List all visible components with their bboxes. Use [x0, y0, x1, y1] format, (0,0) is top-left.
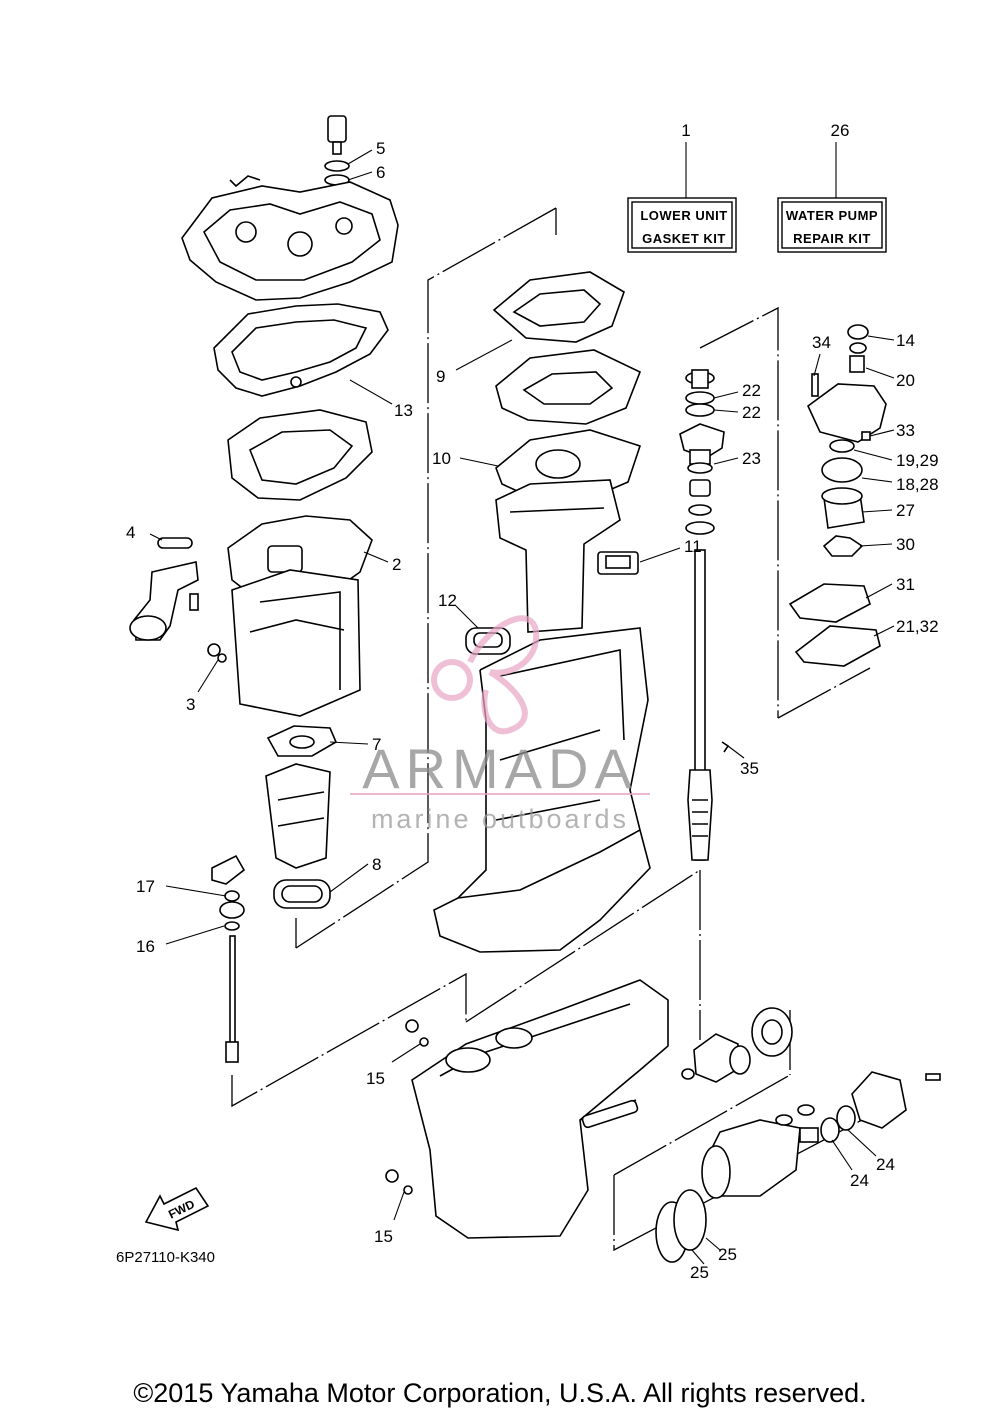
assembly-group-lines: [231, 207, 905, 1252]
callout-leader-lines: [149, 149, 895, 1265]
callout-21-32: 21,32: [896, 617, 939, 636]
callout-3: 3: [186, 695, 195, 714]
bracket-part-4: [129, 537, 199, 641]
callout-25-b: 25: [690, 1263, 709, 1282]
gasket-part-9: [492, 271, 625, 343]
callout-11: 11: [684, 537, 702, 556]
gasket-part-13: [213, 303, 389, 397]
callout-22-a: 22: [742, 381, 761, 400]
callout-24-a: 24: [876, 1155, 895, 1174]
callout-14: 14: [896, 331, 915, 350]
callout-23: 23: [742, 449, 761, 468]
armada-watermark: ARMADA marine outboards: [350, 615, 650, 834]
callout-1: 1: [681, 121, 690, 140]
callout-12: 12: [438, 591, 457, 610]
callout-35: 35: [740, 759, 759, 778]
water-pump-assembly: [788, 324, 887, 667]
kit-label-line1: LOWER UNIT: [640, 208, 727, 223]
callout-30: 30: [896, 535, 915, 554]
callout-27: 27: [896, 501, 915, 520]
upper-casing-plate: [181, 175, 399, 301]
exhaust-tube: [265, 763, 331, 869]
seal-part-12: [465, 627, 511, 655]
kit-label-line2: REPAIR KIT: [793, 231, 871, 246]
drive-shaft-assembly: [679, 369, 730, 861]
exhaust-guide-casting: [227, 409, 373, 501]
exhaust-body: [207, 569, 361, 717]
callout-16: 16: [136, 937, 155, 956]
drawing-code: 6P27110-K340: [116, 1249, 215, 1266]
callout-9: 9: [436, 367, 445, 386]
callout-19-29: 19,29: [896, 451, 939, 470]
callout-31: 31: [896, 575, 915, 594]
propeller-shaft-housing-group: [655, 1007, 941, 1263]
callout-15-a: 15: [366, 1069, 385, 1088]
callout-7: 7: [372, 735, 381, 754]
gasket-part-7: [266, 725, 338, 757]
kit-box-water-pump-repair: WATER PUMP REPAIR KIT 26: [777, 121, 887, 253]
callout-24-b: 24: [850, 1171, 869, 1190]
callout-numbers: 5 6 13 4 2 3 7 8 17 16 9 10 11 12 22 22 …: [126, 139, 939, 1282]
callout-15-b: 15: [374, 1227, 393, 1246]
callout-8: 8: [372, 855, 381, 874]
callout-34: 34: [812, 333, 831, 352]
shift-rod-assembly: [211, 854, 246, 1063]
fwd-arrow-icon: FWD: [144, 1186, 210, 1232]
callout-5: 5: [376, 139, 385, 158]
callout-6: 6: [376, 163, 385, 182]
copyright-notice: ©2015 Yamaha Motor Corporation, U.S.A. A…: [133, 1378, 867, 1408]
callout-26: 26: [831, 121, 850, 140]
kit-label-line1: WATER PUMP: [786, 208, 878, 223]
seal-part-8: [273, 879, 331, 909]
callout-33: 33: [896, 421, 915, 440]
callout-22-b: 22: [742, 403, 761, 422]
callout-13: 13: [394, 401, 413, 420]
mount-part-11: [597, 551, 639, 575]
watermark-tagline: marine outboards: [371, 804, 629, 834]
callout-10: 10: [432, 449, 451, 468]
callout-18-28: 18,28: [896, 475, 939, 494]
callout-4: 4: [126, 523, 135, 542]
upper-casing-center: [495, 479, 621, 633]
kit-label-line2: GASKET KIT: [642, 231, 726, 246]
watermark-logo-icon: [431, 615, 540, 735]
lower-unit-gearcase: [385, 979, 669, 1239]
callout-20: 20: [896, 371, 915, 390]
kit-box-lower-unit-gasket: LOWER UNIT GASKET KIT 1: [627, 121, 737, 253]
plate-gasket: [495, 349, 642, 425]
callout-2: 2: [392, 555, 401, 574]
callout-25-a: 25: [718, 1245, 737, 1264]
plug-part-5: [324, 115, 350, 186]
callout-17: 17: [136, 877, 155, 896]
watermark-brand: ARMADA: [362, 737, 638, 800]
